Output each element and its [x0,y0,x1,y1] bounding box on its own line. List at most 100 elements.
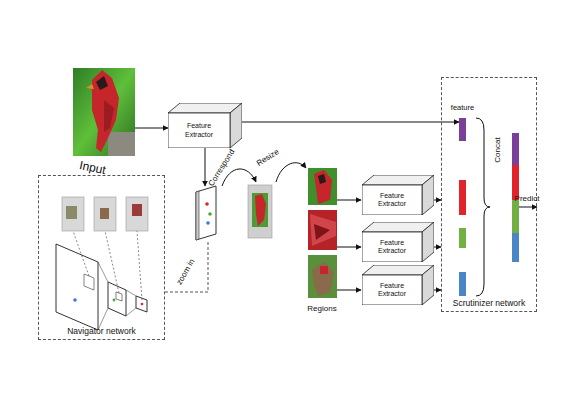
art-line [105,231,119,293]
art-rect [308,168,337,205]
art-polygon [84,274,94,290]
box-title: Feature Extractor [362,275,422,305]
art-line [337,290,361,291]
art-line [519,207,537,208]
art-polyline [165,242,208,292]
art-rect [459,272,466,296]
cuboid-side [230,103,242,148]
art-rect [252,193,268,227]
art-rect [108,132,135,156]
art-polygon [116,292,122,301]
feature-bars [459,180,466,296]
art-circle [73,298,77,302]
flow-arrow [434,200,441,201]
art-path [222,169,256,186]
flow-arrow [434,290,441,291]
box-title: Feature Extractor [362,185,422,215]
art-rect [512,233,519,262]
art-path [476,118,490,296]
vector-label: feature [451,103,474,112]
art-rect [66,206,77,219]
art-rect [248,185,272,238]
predict-arrow [519,207,537,208]
annotation-label: zoom in [176,258,197,286]
cuboid-front [362,185,422,215]
art-line [137,231,142,300]
feature-map [196,186,216,240]
box-title: Feature Extractor [168,113,230,148]
annotation-label: Resize [256,148,281,168]
art-rect [132,204,142,216]
art-polygon [196,186,216,240]
cuboid-front [362,232,422,262]
feature-vector: feature [459,118,466,141]
art-line [73,231,89,276]
art-circle [141,303,144,306]
art-path [86,84,94,89]
annotation-label: Predict [515,195,540,203]
art-polygon [56,244,98,330]
extractor-box: Feature Extractor [168,103,242,148]
annotation-label: Concat [494,137,502,162]
art-path [312,262,334,296]
art-path [310,214,336,246]
cuboid-front [362,275,422,305]
flow-arrow [434,247,441,248]
network-group: Navigator network [38,175,165,340]
art-rect [512,133,519,165]
art-circle [208,212,212,216]
art-circle [206,221,210,225]
art-polygon [136,296,147,312]
cuboid-side [422,175,434,215]
concat-brace [476,118,490,296]
art-circle [205,202,209,206]
art-polygon [196,191,199,240]
input-image [73,68,135,156]
art-line [126,308,136,316]
art-line [337,200,361,201]
art-line [126,290,136,296]
cuboid-front [168,113,230,148]
extractor-box: Feature Extractor [362,265,434,305]
art-rect [94,197,116,231]
art-line [337,247,361,248]
correspond-arrow [222,169,256,186]
art-path [320,266,328,274]
cuboid-side [422,265,434,305]
art-path [318,174,326,184]
input-image-node: Input [73,68,135,156]
group-title: Scrutinizer network [442,298,536,308]
art-rect [512,200,519,233]
resize-arrow [276,163,306,182]
art-rect [459,228,466,248]
art-rect [308,255,337,298]
art-path [314,170,332,204]
art-rect [308,210,337,250]
art-rect [100,208,109,219]
annotation-label: Regions [307,305,336,313]
group-title: Navigator network [39,326,164,336]
navigator-internals [56,197,148,330]
extractor-to-map-arrow [205,148,206,186]
extractor-box: Feature Extractor [362,175,434,215]
art-rect [459,180,466,215]
art-rect [73,68,135,156]
region-images [308,168,337,298]
art-line [98,262,108,282]
art-rect [126,197,148,231]
art-rect [62,197,84,231]
cuboid-side [422,222,434,262]
box-title: Feature Extractor [362,232,422,262]
art-line [205,148,206,186]
flow-arrow [242,122,459,123]
art-polygon [108,282,126,316]
art-path [104,100,114,132]
cropped-image [248,185,272,238]
art-path [96,76,108,90]
art-path [255,194,266,226]
